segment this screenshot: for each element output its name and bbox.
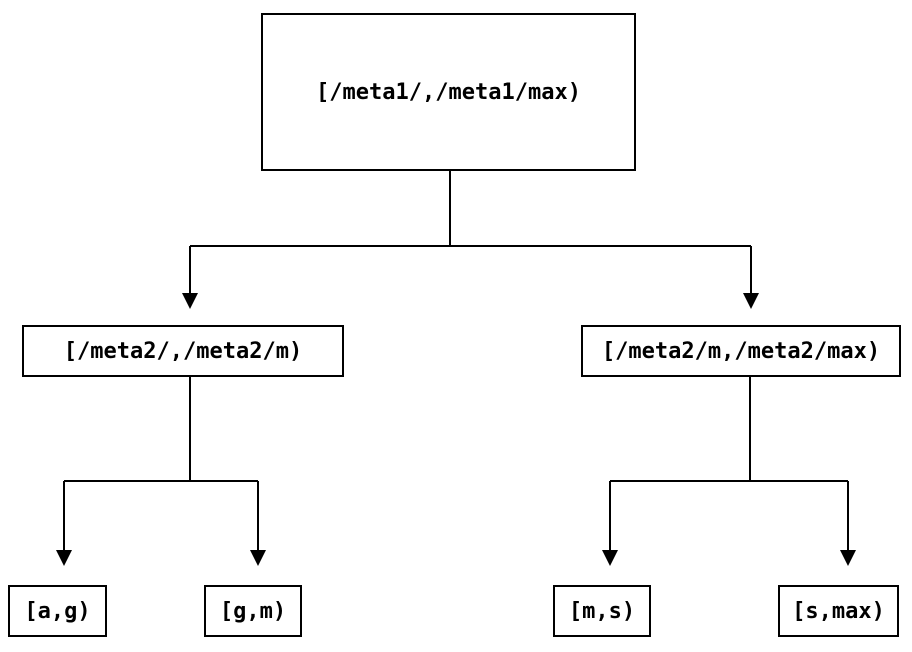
node-root-label: [/meta1/,/meta1/max)	[316, 79, 581, 105]
node-meta2-high: [/meta2/m,/meta2/max)	[581, 325, 901, 377]
node-meta2-high-label: [/meta2/m,/meta2/max)	[601, 338, 881, 364]
arrowhead-right-to-leaf-ms	[602, 550, 618, 566]
node-leaf-gm: [g,m)	[204, 585, 302, 637]
edge-right-to-children	[609, 377, 849, 551]
node-leaf-smax: [s,max)	[778, 585, 899, 637]
node-leaf-ag-label: [a,g)	[24, 598, 91, 624]
edge-left-to-children	[63, 377, 259, 551]
node-meta2-low: [/meta2/,/meta2/m)	[22, 325, 344, 377]
arrowhead-root-to-left	[182, 293, 198, 309]
edge-root-to-children	[189, 171, 752, 294]
arrowhead-left-to-leaf-gm	[250, 550, 266, 566]
node-leaf-ms: [m,s)	[553, 585, 651, 637]
arrowhead-left-to-leaf-ag	[56, 550, 72, 566]
node-root: [/meta1/,/meta1/max)	[261, 13, 636, 171]
node-meta2-low-label: [/meta2/,/meta2/m)	[63, 338, 303, 364]
node-leaf-gm-label: [g,m)	[219, 598, 287, 624]
node-leaf-ms-label: [m,s)	[568, 598, 636, 624]
arrowhead-right-to-leaf-smax	[840, 550, 856, 566]
arrowhead-root-to-right	[743, 293, 759, 309]
node-leaf-ag: [a,g)	[8, 585, 107, 637]
node-leaf-smax-label: [s,max)	[792, 598, 885, 624]
